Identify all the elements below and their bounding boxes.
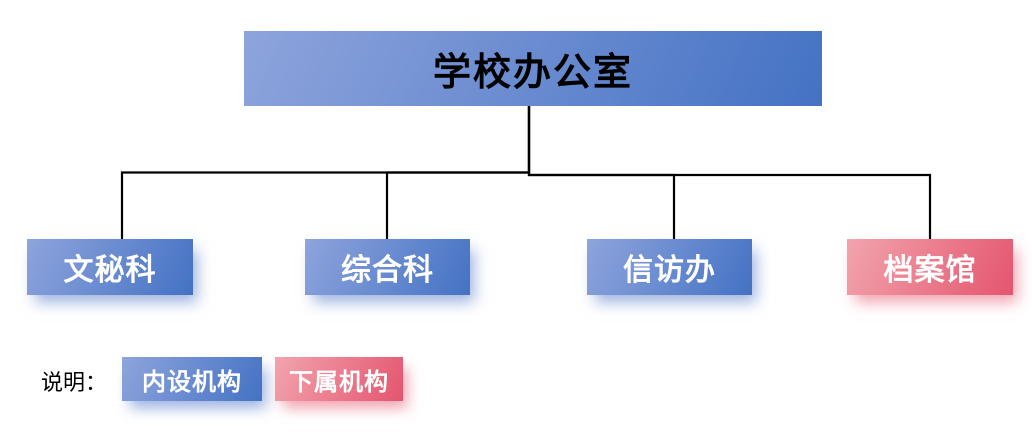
org-node-school-office: 学校办公室 [244, 31, 822, 106]
org-node-secretarial-section: 文秘科 [27, 239, 193, 295]
connector-root-to-node-3 [527, 106, 676, 239]
connector-root-to-node-2 [385, 106, 531, 239]
org-node-archives: 档案馆 [847, 239, 1013, 295]
org-node-petition-office: 信访办 [587, 239, 752, 295]
connector-root-to-node-4 [527, 106, 932, 239]
org-node-archives-label: 档案馆 [883, 254, 977, 287]
org-node-secretarial-section-label: 文秘科 [63, 254, 157, 287]
org-node-petition-office-label: 信访办 [623, 254, 716, 287]
legend-item-internal-label: 内设机构 [142, 368, 242, 396]
org-node-general-section-label: 综合科 [341, 254, 434, 287]
legend-item-internal: 内设机构 [122, 357, 262, 401]
legend-item-subordinate: 下属机构 [275, 357, 403, 401]
legend-item-subordinate-label: 下属机构 [289, 368, 389, 396]
connector-root-to-node-1 [120, 106, 531, 239]
org-node-school-office-label: 学校办公室 [432, 52, 633, 94]
legend-caption: 说明： [41, 370, 108, 395]
org-node-general-section: 综合科 [305, 239, 470, 295]
